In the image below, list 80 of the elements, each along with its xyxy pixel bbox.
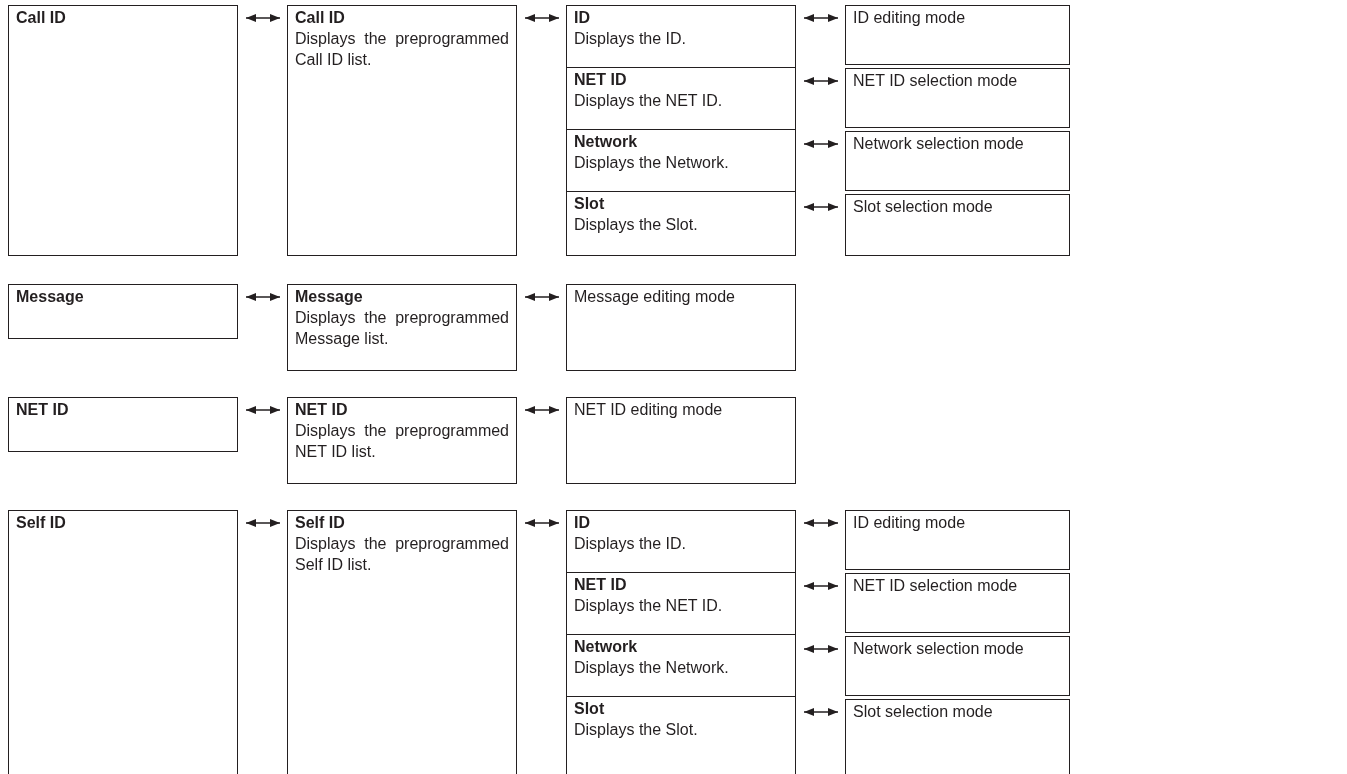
double-arrow: [803, 582, 839, 590]
box-label: NET ID editing mode: [574, 400, 724, 420]
box-heading: ID: [574, 8, 591, 28]
double-arrow: [803, 77, 839, 85]
box-label: Slot selection mode: [853, 197, 994, 217]
menu-box: [845, 573, 1070, 633]
menu-box: [845, 194, 1070, 256]
box-description: Displays the preprogrammed NET ID list.: [295, 421, 509, 462]
box-label: Message: [16, 287, 85, 307]
box-heading: NET ID: [574, 575, 628, 595]
menu-box: [287, 510, 517, 774]
box-label: Network selection mode: [853, 134, 1025, 154]
menu-box: [566, 284, 796, 371]
menu-box: [566, 397, 796, 484]
double-arrow: [524, 293, 560, 301]
box-label: Message editing mode: [574, 287, 736, 307]
box-heading: NET ID: [574, 70, 628, 90]
box-description: Displays the Network.: [574, 658, 730, 678]
box-heading: NET ID: [295, 400, 349, 420]
double-arrow: [245, 519, 281, 527]
double-arrow: [245, 406, 281, 414]
box-label: NET ID selection mode: [853, 576, 1019, 596]
menu-box: [845, 68, 1070, 128]
menu-box: [8, 510, 238, 774]
box-description: Displays the NET ID.: [574, 91, 724, 111]
menu-box: [566, 572, 796, 635]
box-heading: ID: [574, 513, 591, 533]
box-description: Displays the preprogrammed Message list.: [295, 308, 509, 349]
double-arrow: [245, 14, 281, 22]
double-arrow: [524, 14, 560, 22]
box-heading: Network: [574, 637, 639, 657]
box-heading: Message: [295, 287, 364, 307]
menu-box: [566, 67, 796, 130]
menu-box: [566, 129, 796, 192]
box-description: Displays the Slot.: [574, 720, 699, 740]
double-arrow: [803, 140, 839, 148]
box-description: Displays the preprogrammed Call ID list.: [295, 29, 509, 70]
box-label: ID editing mode: [853, 513, 967, 533]
menu-box: [287, 284, 517, 371]
menu-box: [8, 5, 238, 256]
menu-box: [845, 131, 1070, 191]
box-description: Displays the ID.: [574, 534, 688, 554]
box-heading: Slot: [574, 699, 606, 719]
box-description: Displays the Network.: [574, 153, 730, 173]
box-heading: Self ID: [295, 513, 346, 533]
double-arrow: [524, 406, 560, 414]
box-label: NET ID: [16, 400, 70, 420]
menu-box: [566, 191, 796, 256]
menu-box: [566, 5, 796, 68]
box-heading: Slot: [574, 194, 606, 214]
box-label: ID editing mode: [853, 8, 967, 28]
box-description: Displays the ID.: [574, 29, 688, 49]
double-arrow: [803, 519, 839, 527]
box-heading: Call ID: [295, 8, 346, 28]
box-label: Call ID: [16, 8, 67, 28]
box-description: Displays the preprogrammed Self ID list.: [295, 534, 509, 575]
box-label: Self ID: [16, 513, 67, 533]
menu-box: [845, 510, 1070, 570]
box-label: NET ID selection mode: [853, 71, 1019, 91]
double-arrow: [803, 14, 839, 22]
menu-box: [8, 284, 238, 339]
menu-box: [845, 636, 1070, 696]
box-description: Displays the NET ID.: [574, 596, 724, 616]
menu-box: [845, 699, 1070, 774]
menu-box: [8, 397, 238, 452]
menu-box: [287, 5, 517, 256]
menu-box: [566, 634, 796, 697]
menu-box: [845, 5, 1070, 65]
box-label: Slot selection mode: [853, 702, 994, 722]
box-label: Network selection mode: [853, 639, 1025, 659]
menu-box: [566, 510, 796, 573]
double-arrow: [245, 293, 281, 301]
menu-box: [287, 397, 517, 484]
double-arrow: [803, 203, 839, 211]
box-description: Displays the Slot.: [574, 215, 699, 235]
double-arrow: [803, 708, 839, 716]
double-arrow: [803, 645, 839, 653]
box-heading: Network: [574, 132, 639, 152]
double-arrow: [524, 519, 560, 527]
menu-box: [566, 696, 796, 774]
